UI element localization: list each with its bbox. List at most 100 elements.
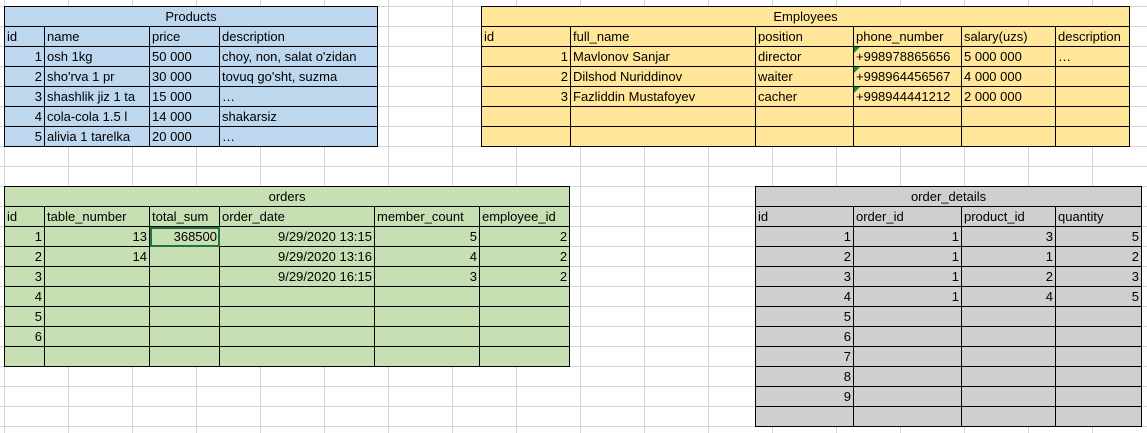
table-cell[interactable]: 5 [1054, 226, 1143, 247]
table-cell[interactable]: 50 000 [149, 46, 220, 67]
table-cell[interactable]: 4 000 000 [961, 66, 1056, 87]
table-cell[interactable]: 14 [44, 246, 150, 267]
table-cell[interactable]: 2 [4, 66, 45, 87]
header-cell[interactable]: description [1054, 26, 1131, 47]
table-cell[interactable] [853, 126, 962, 147]
table-cell[interactable]: waiter [755, 66, 854, 87]
table-cell[interactable] [1054, 86, 1131, 107]
table-cell[interactable] [1054, 346, 1143, 367]
table-cell[interactable]: 5 [4, 126, 45, 147]
table-cell[interactable]: 2 [1054, 246, 1143, 267]
table-cell[interactable] [1054, 126, 1131, 147]
table-cell[interactable]: cacher [755, 86, 854, 107]
table-cell[interactable] [478, 286, 571, 307]
table-cell[interactable] [755, 106, 854, 127]
table-cell[interactable] [853, 386, 962, 407]
table-cell[interactable]: Mavlonov Sanjar [570, 46, 756, 67]
header-cell[interactable]: member_count [374, 206, 480, 227]
header-cell[interactable]: order_id [853, 206, 962, 227]
table-cell[interactable]: 1 [481, 46, 571, 67]
header-cell[interactable]: employee_id [478, 206, 571, 227]
table-cell[interactable]: 4 [4, 286, 45, 307]
table-cell[interactable] [961, 326, 1056, 347]
table-cell[interactable] [853, 346, 962, 367]
table-cell[interactable] [853, 406, 962, 427]
table-cell[interactable]: 2 [478, 246, 571, 267]
table-cell[interactable]: 1 [853, 226, 962, 247]
table-cell[interactable]: 3 [374, 266, 480, 287]
table-cell[interactable] [478, 326, 571, 347]
table-cell[interactable] [374, 326, 480, 347]
table-cell[interactable]: 5 [4, 306, 45, 327]
header-cell[interactable]: salary(uzs) [961, 26, 1056, 47]
table-cell[interactable]: 9 [755, 386, 854, 407]
table-cell[interactable] [853, 326, 962, 347]
table-cell[interactable]: 4 [755, 286, 854, 307]
table-cell[interactable] [374, 306, 480, 327]
table-cell[interactable] [755, 406, 854, 427]
table-cell[interactable] [149, 346, 220, 367]
table-cell[interactable]: 2 [4, 246, 45, 267]
table-cell[interactable]: 1 [4, 46, 45, 67]
table-cell[interactable]: Dilshod Nuriddinov [570, 66, 756, 87]
header-cell[interactable]: price [149, 26, 220, 47]
table-cell[interactable] [149, 306, 220, 327]
header-cell[interactable]: name [44, 26, 150, 47]
table-cell[interactable]: director [755, 46, 854, 67]
table-cell[interactable]: 2 [478, 226, 571, 247]
table-cell[interactable] [219, 286, 375, 307]
table-cell[interactable]: 20 000 [149, 126, 220, 147]
table-cell[interactable] [853, 366, 962, 387]
table-cell[interactable] [961, 366, 1056, 387]
table-cell[interactable]: 5 [755, 306, 854, 327]
table-cell[interactable]: 3 [755, 266, 854, 287]
table-cell[interactable] [44, 286, 150, 307]
table-cell[interactable] [961, 346, 1056, 367]
table-cell[interactable]: 8 [755, 366, 854, 387]
table-cell[interactable] [44, 306, 150, 327]
header-cell[interactable]: table_number [44, 206, 150, 227]
table-cell[interactable] [44, 266, 150, 287]
table-cell[interactable]: 2 [481, 66, 571, 87]
table-cell[interactable]: alivia 1 tarelka [44, 126, 150, 147]
table-cell[interactable] [853, 106, 962, 127]
table-cell[interactable]: 3 [4, 266, 45, 287]
table-cell[interactable]: choy, non, salat o'zidan [219, 46, 378, 67]
table-cell[interactable]: 4 [374, 246, 480, 267]
table-cell[interactable] [961, 306, 1056, 327]
products-title[interactable]: Products [4, 6, 378, 27]
header-cell[interactable]: id [4, 26, 45, 47]
header-cell[interactable]: position [755, 26, 854, 47]
table-cell[interactable]: shakarsiz [219, 106, 378, 127]
table-cell[interactable] [481, 106, 571, 127]
table-cell[interactable]: 2 000 000 [961, 86, 1056, 107]
table-cell[interactable]: 1 [853, 286, 962, 307]
table-cell[interactable]: 3 [481, 86, 571, 107]
header-cell[interactable]: order_date [219, 206, 375, 227]
table-cell[interactable] [478, 306, 571, 327]
table-cell[interactable]: 3 [4, 86, 45, 107]
table-cell[interactable]: 4 [4, 106, 45, 127]
table-cell[interactable]: 1 [853, 246, 962, 267]
table-cell[interactable] [1054, 306, 1143, 327]
table-cell[interactable]: 15 000 [149, 86, 220, 107]
table-cell[interactable] [149, 286, 220, 307]
table-cell[interactable] [1054, 386, 1143, 407]
table-cell[interactable] [149, 246, 220, 267]
table-cell[interactable]: 368500 [149, 226, 220, 247]
table-cell[interactable] [961, 126, 1056, 147]
table-cell[interactable]: 30 000 [149, 66, 220, 87]
table-cell[interactable] [570, 106, 756, 127]
header-cell[interactable]: phone_number [853, 26, 962, 47]
table-cell[interactable]: 1 [4, 226, 45, 247]
table-cell[interactable] [1054, 66, 1131, 87]
table-cell[interactable] [149, 266, 220, 287]
table-cell[interactable]: 14 000 [149, 106, 220, 127]
table-cell[interactable]: 9/29/2020 13:15 [219, 226, 375, 247]
header-cell[interactable]: product_id [961, 206, 1056, 227]
header-cell[interactable]: id [481, 26, 571, 47]
table-cell[interactable]: 9/29/2020 16:15 [219, 266, 375, 287]
table-cell[interactable] [481, 126, 571, 147]
table-cell[interactable] [44, 326, 150, 347]
table-cell[interactable]: osh 1kg [44, 46, 150, 67]
